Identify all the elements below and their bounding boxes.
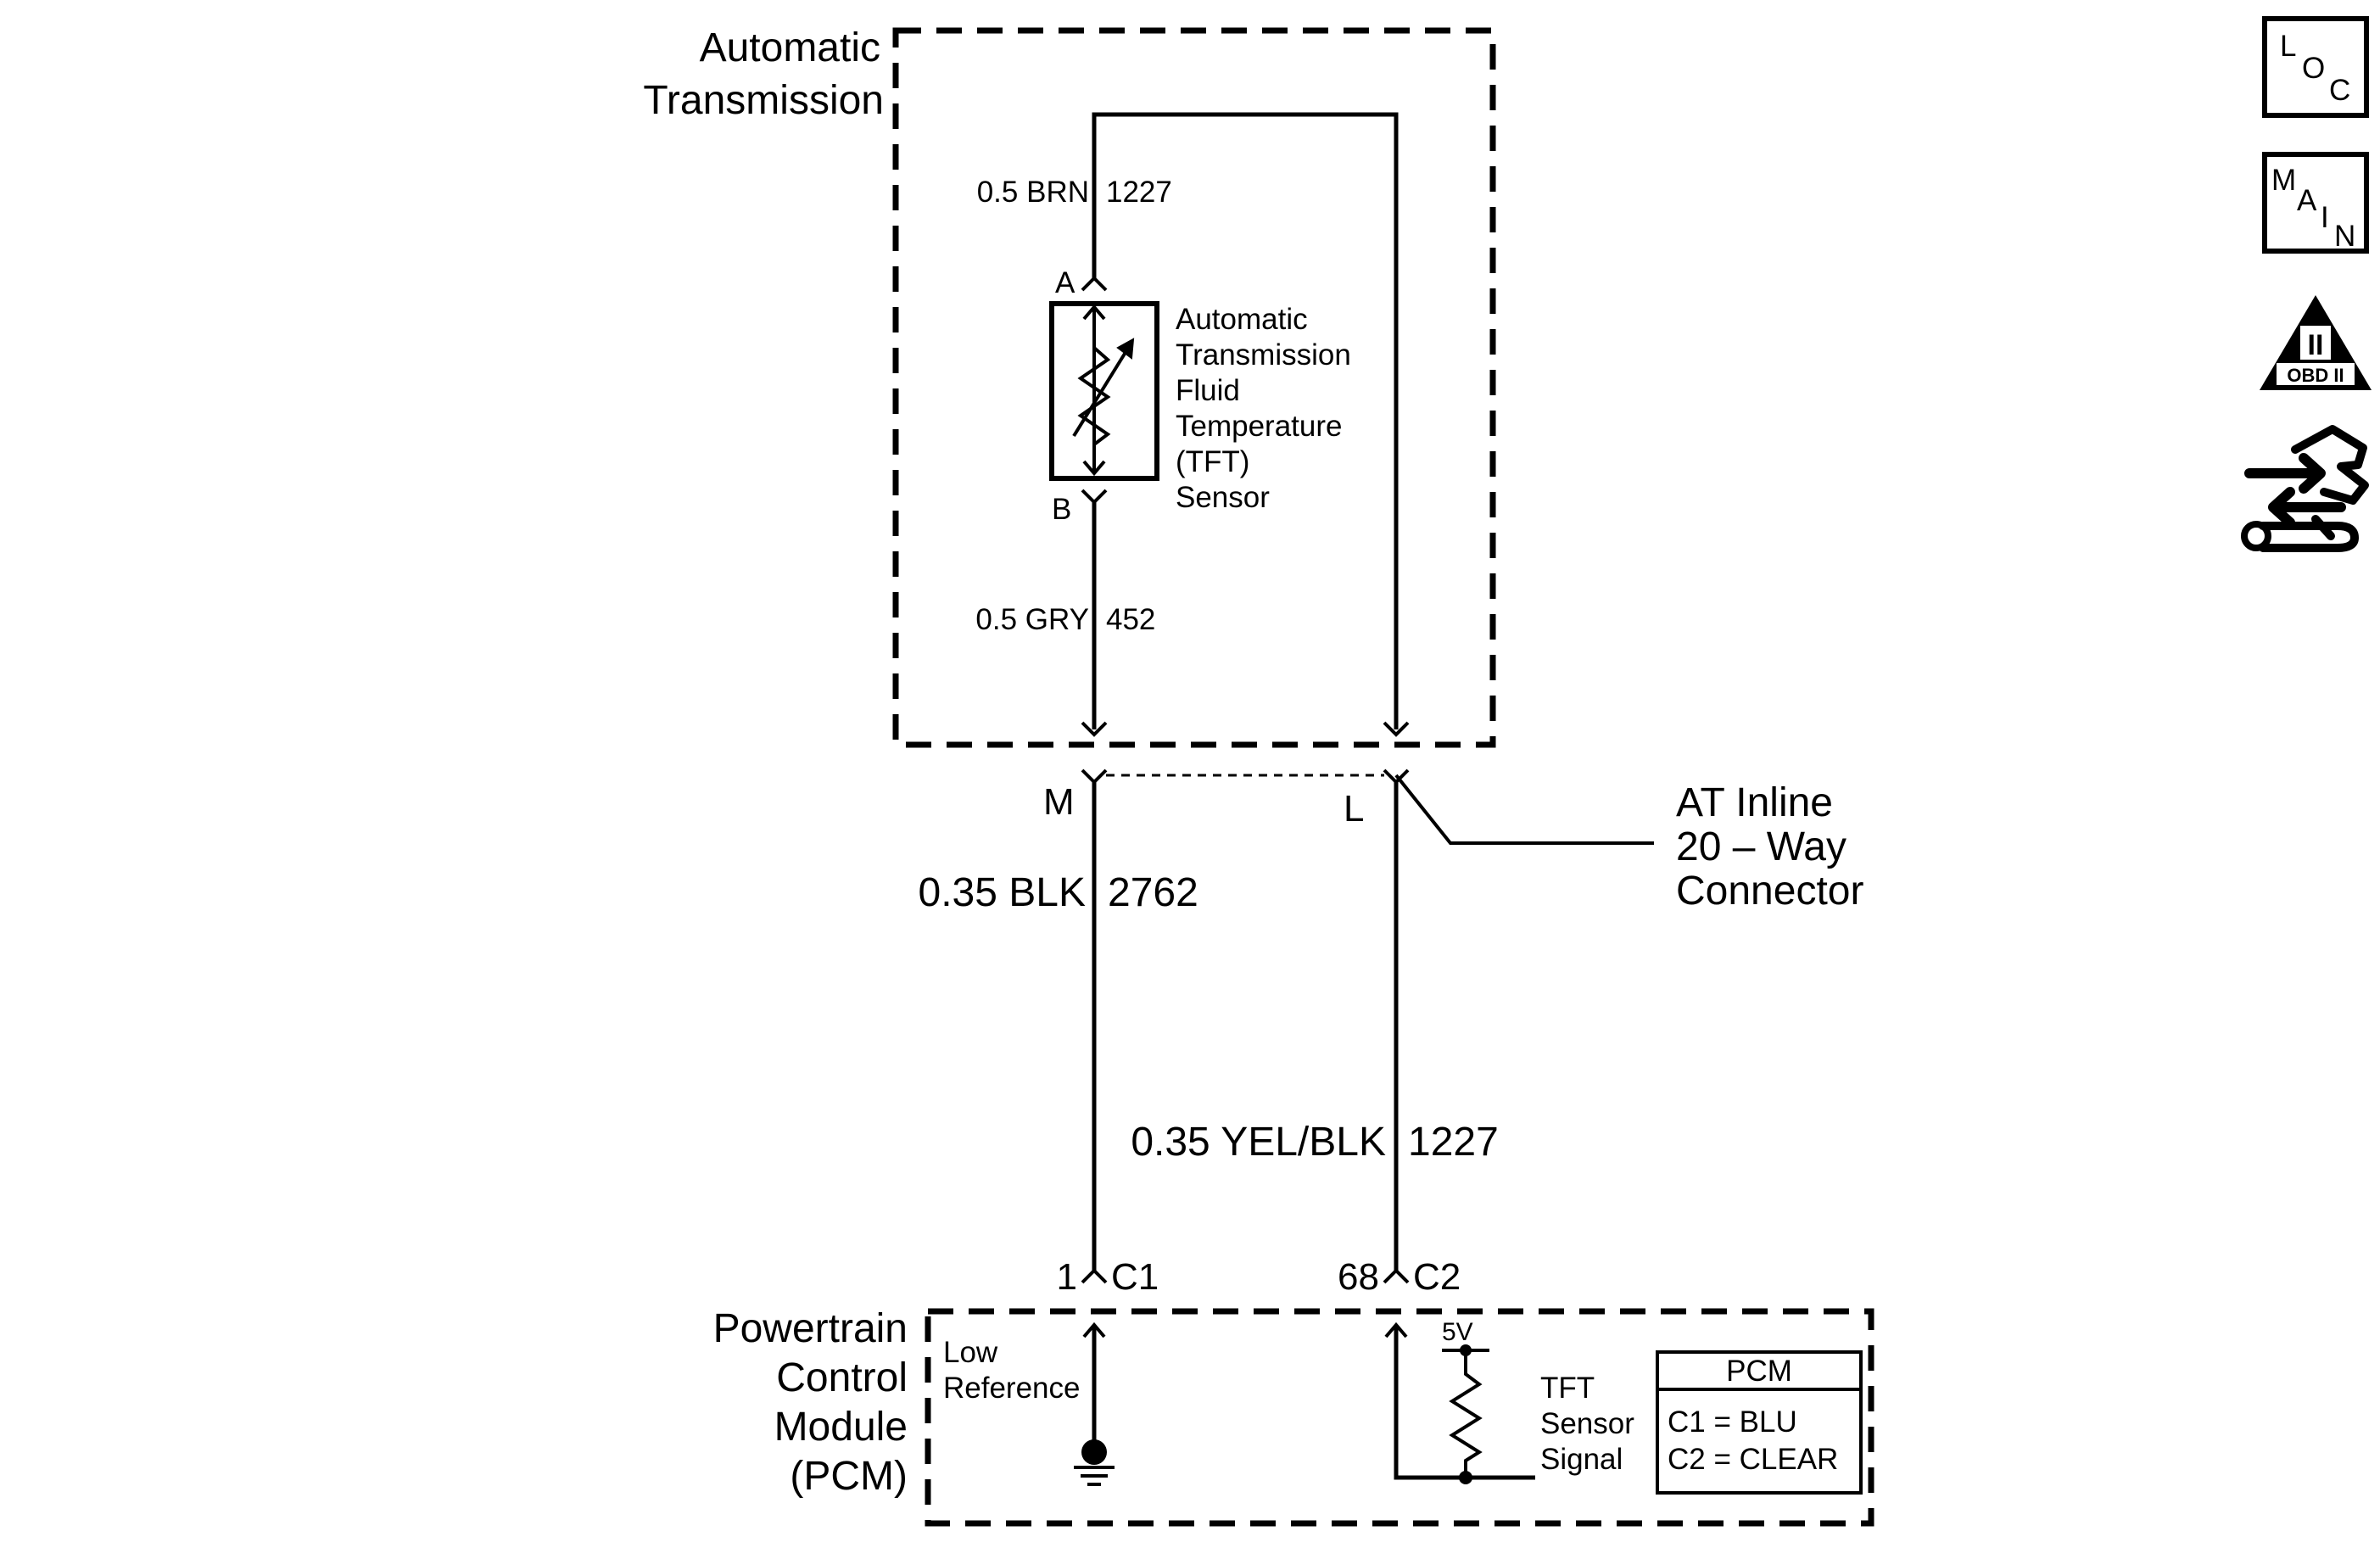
top-wire-gauge-color: 0.5 BRN: [977, 176, 1089, 209]
pin-b-terminal: [1081, 489, 1108, 505]
loc-icon-letter-o: O: [2302, 52, 2325, 85]
pcm-c2-terminal: [1383, 1268, 1410, 1284]
wrench-head-icon: [2241, 521, 2271, 551]
connector-m-female: [1081, 768, 1108, 785]
pin-a-terminal: [1081, 276, 1108, 292]
black-wire-gauge-color: 0.35 BLK: [919, 870, 1086, 915]
ground-node: [1081, 1439, 1107, 1465]
main-icon-letter-i: I: [2321, 201, 2329, 234]
main-icon-letter-n: N: [2334, 220, 2355, 253]
mid-wire-circuit: 452: [1106, 603, 1155, 636]
sensor-arrow-top: [1082, 304, 1106, 321]
pcm-c1-pin: 1: [1057, 1256, 1077, 1298]
inline-connector-label-line1: AT Inline: [1676, 780, 1833, 825]
pcm-c1-terminal: [1081, 1268, 1108, 1284]
sensor-label-line1: Automatic: [1176, 303, 1308, 336]
obd-ii-icon[interactable]: II OBD II: [2260, 295, 2372, 390]
pull-up-voltage: 5V: [1442, 1318, 1473, 1346]
connector-l-male: [1383, 721, 1410, 737]
sensor-label-line3: Fluid: [1176, 374, 1240, 407]
pcm-c2-connector: C2: [1413, 1256, 1461, 1298]
main-icon-letter-m: M: [2271, 164, 2296, 197]
loc-icon[interactable]: L O C: [2262, 16, 2369, 118]
tft-signal-wire: [1394, 1325, 1535, 1480]
pcm-title-line1: Powertrain: [713, 1306, 908, 1351]
sensor-pin-a: A: [1055, 266, 1075, 299]
connector-leader-line: [1394, 774, 1654, 845]
black-wire-circuit: 2762: [1108, 870, 1198, 915]
tft-signal-arrow: [1384, 1322, 1408, 1338]
wrench-icon: [2259, 522, 2360, 552]
tft-signal-label-line2: Sensor: [1540, 1407, 1634, 1440]
main-icon-letter-a: A: [2297, 184, 2317, 217]
obd-text-box: [2277, 363, 2355, 385]
thermistor-arrowhead: [1116, 338, 1135, 360]
pcm-legend-row2: C2 = CLEAR: [1668, 1443, 1838, 1476]
inline-connector-label-line3: Connector: [1676, 869, 1863, 914]
pcm-legend-box: [1656, 1350, 1863, 1495]
top-wire-circuit: 1227: [1106, 176, 1172, 209]
sensor-loop-wire: [1092, 112, 1399, 729]
obd-numeral-box: [2300, 326, 2331, 360]
connector-pin-l: L: [1344, 788, 1364, 830]
sensor-label-line6: Sensor: [1176, 481, 1270, 514]
connector-m-male: [1081, 721, 1108, 737]
inline-connector-label-line2: 20 – Way: [1676, 824, 1846, 869]
pcm-legend-header: PCM: [1726, 1355, 1792, 1388]
mid-wire-gauge-color: 0.5 GRY: [975, 603, 1089, 636]
sensor-label-line5: (TFT): [1176, 445, 1249, 478]
sensor-label-line4: Temperature: [1176, 410, 1342, 443]
pcm-title-line4: (PCM): [790, 1454, 908, 1499]
sensor-label-line2: Transmission: [1176, 338, 1351, 372]
loc-icon-frame: [2262, 16, 2369, 118]
tft-signal-label-line1: TFT: [1540, 1372, 1595, 1405]
low-reference-line2: Reference: [943, 1372, 1080, 1405]
thermistor-variable-arrow: [1072, 341, 1133, 438]
pull-up-resistor: [1449, 1350, 1483, 1478]
ground-icon: [1074, 1466, 1115, 1486]
signal-junction-node: [1459, 1471, 1472, 1484]
tft-signal-label-line3: Signal: [1540, 1443, 1623, 1476]
main-icon[interactable]: M A I N: [2262, 152, 2369, 254]
loc-icon-letter-c: C: [2329, 74, 2350, 107]
low-reference-line1: Low: [943, 1336, 998, 1369]
tft-sensor-body[interactable]: [1049, 301, 1159, 481]
test-arrow-left-icon: [2268, 487, 2346, 528]
pcm-c2-pin: 68: [1338, 1256, 1379, 1298]
sensor-arrow-bottom: [1082, 460, 1106, 477]
pcm-enclosure: [925, 1308, 1874, 1527]
connector-pin-m: M: [1043, 781, 1075, 823]
main-icon-frame: [2262, 152, 2369, 254]
yellow-wire-circuit: 1227: [1408, 1120, 1499, 1165]
thermistor-symbol: [1077, 346, 1111, 446]
sensor-pin-b: B: [1052, 493, 1071, 526]
pcm-title-line3: Module: [774, 1405, 908, 1450]
component-test-icon[interactable]: [2241, 425, 2369, 552]
yellow-wire-gauge-color: 0.35 YEL/BLK: [1131, 1120, 1386, 1165]
test-arrow-right-icon: [2244, 453, 2326, 494]
pcm-title-line2: Control: [776, 1355, 908, 1400]
pcm-c1-connector: C1: [1111, 1256, 1159, 1298]
transmission-enclosure: [892, 27, 1496, 748]
obd-numeral: II: [2308, 329, 2324, 361]
transmission-title-line2: Transmission: [643, 78, 884, 123]
low-reference-arrow: [1082, 1322, 1106, 1338]
transmission-title-line1: Automatic: [700, 25, 880, 70]
pcm-legend-row1: C1 = BLU: [1668, 1405, 1797, 1439]
loc-icon-letter-l: L: [2280, 30, 2296, 63]
obd-text: OBD II: [2287, 365, 2344, 386]
